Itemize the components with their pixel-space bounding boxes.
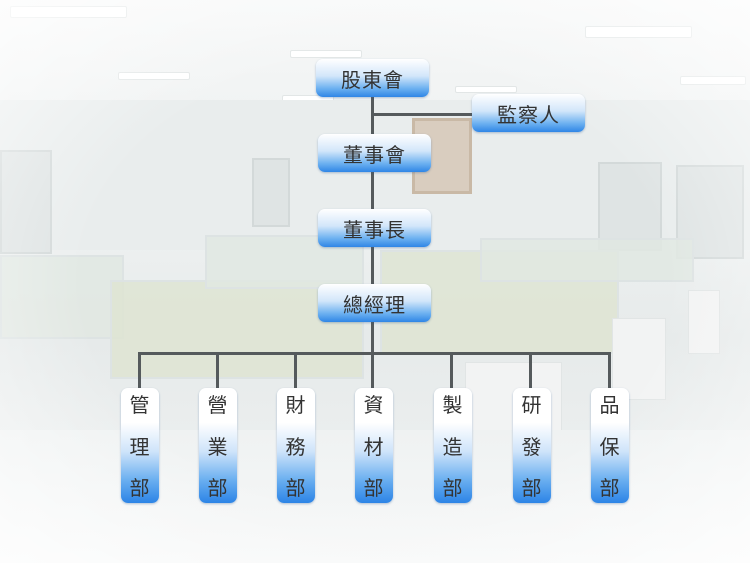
general-manager-box: 總經理 xyxy=(318,284,431,322)
board-label: 董事會 xyxy=(343,142,406,167)
general-manager-label: 總經理 xyxy=(343,292,406,317)
supervisor-label: 監察人 xyxy=(497,102,560,127)
department-char: 製 xyxy=(442,393,464,417)
department-box-management: 管 理 部 xyxy=(121,388,159,503)
connector-department xyxy=(529,352,532,390)
department-char: 營 xyxy=(207,393,229,417)
chairman-label: 董事長 xyxy=(343,217,406,242)
department-char: 理 xyxy=(129,434,151,459)
department-char: 品 xyxy=(599,393,621,417)
connector-department xyxy=(450,352,453,390)
connector-trunk xyxy=(371,246,374,286)
connector-supervisor xyxy=(372,113,474,116)
supervisor-box: 監察人 xyxy=(472,94,585,132)
department-char: 財 xyxy=(285,393,307,417)
department-char: 研 xyxy=(521,393,543,417)
department-char: 發 xyxy=(521,434,543,459)
connector-department-bus xyxy=(138,352,611,355)
department-char: 管 xyxy=(129,393,151,417)
connector-department xyxy=(608,352,611,390)
department-char: 務 xyxy=(285,434,307,459)
department-char: 部 xyxy=(521,476,543,500)
department-box-finance: 財 務 部 xyxy=(277,388,315,503)
connector-department xyxy=(216,352,219,390)
department-box-rnd: 研 發 部 xyxy=(513,388,551,503)
department-box-manufacturing: 製 造 部 xyxy=(434,388,472,503)
department-char: 部 xyxy=(363,476,385,500)
department-box-materials: 資 材 部 xyxy=(355,388,393,503)
shareholders-label: 股東會 xyxy=(341,67,404,92)
board-box: 董事會 xyxy=(318,134,431,172)
department-char: 造 xyxy=(442,434,464,459)
department-char: 部 xyxy=(207,476,229,500)
connector-trunk xyxy=(371,322,374,354)
chairman-box: 董事長 xyxy=(318,209,431,247)
connector-trunk xyxy=(371,171,374,211)
department-char: 資 xyxy=(363,393,385,417)
department-char: 部 xyxy=(599,476,621,500)
department-char: 業 xyxy=(207,434,229,459)
shareholders-box: 股東會 xyxy=(316,59,429,97)
department-char: 部 xyxy=(285,476,307,500)
department-char: 保 xyxy=(599,434,621,459)
connector-department xyxy=(294,352,297,390)
connector-department xyxy=(138,352,141,390)
connector-department xyxy=(371,352,374,390)
department-char: 部 xyxy=(129,476,151,500)
department-char: 材 xyxy=(363,434,385,459)
department-box-sales: 營 業 部 xyxy=(199,388,237,503)
connector-trunk xyxy=(371,96,374,150)
department-char: 部 xyxy=(442,476,464,500)
department-box-quality: 品 保 部 xyxy=(591,388,629,503)
